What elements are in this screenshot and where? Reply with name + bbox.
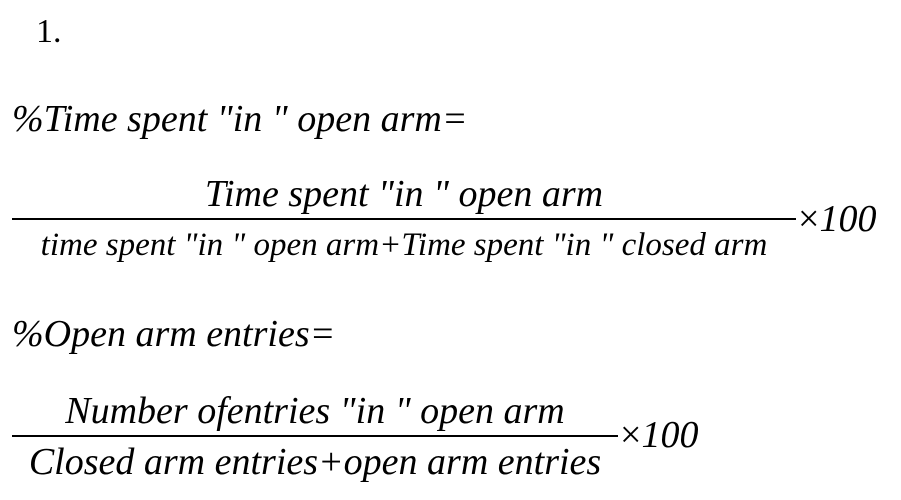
fraction-bar <box>12 218 796 220</box>
multiplier-term: ×100 <box>620 413 698 457</box>
times-sign: × <box>798 198 820 240</box>
multiplier-value: 100 <box>641 414 699 456</box>
fraction-numerator: Number ofentries "in " open arm <box>65 390 565 432</box>
multiplier-value: 100 <box>819 198 877 240</box>
fraction-denominator: Closed arm entries+open arm entries <box>28 441 602 483</box>
fraction-numerator: Time spent "in " open arm <box>204 173 604 215</box>
fraction-denominator: time spent "in " open arm+Time spent "in… <box>40 227 768 263</box>
times-sign: × <box>620 414 642 456</box>
open-arm-entries-label: %Open arm entries= <box>12 313 336 355</box>
multiplier-term: ×100 <box>798 197 876 241</box>
open-arm-time-label: %Time spent "in " open arm= <box>12 98 468 140</box>
fraction-bar <box>12 435 618 437</box>
item-number: 1. <box>36 13 62 50</box>
